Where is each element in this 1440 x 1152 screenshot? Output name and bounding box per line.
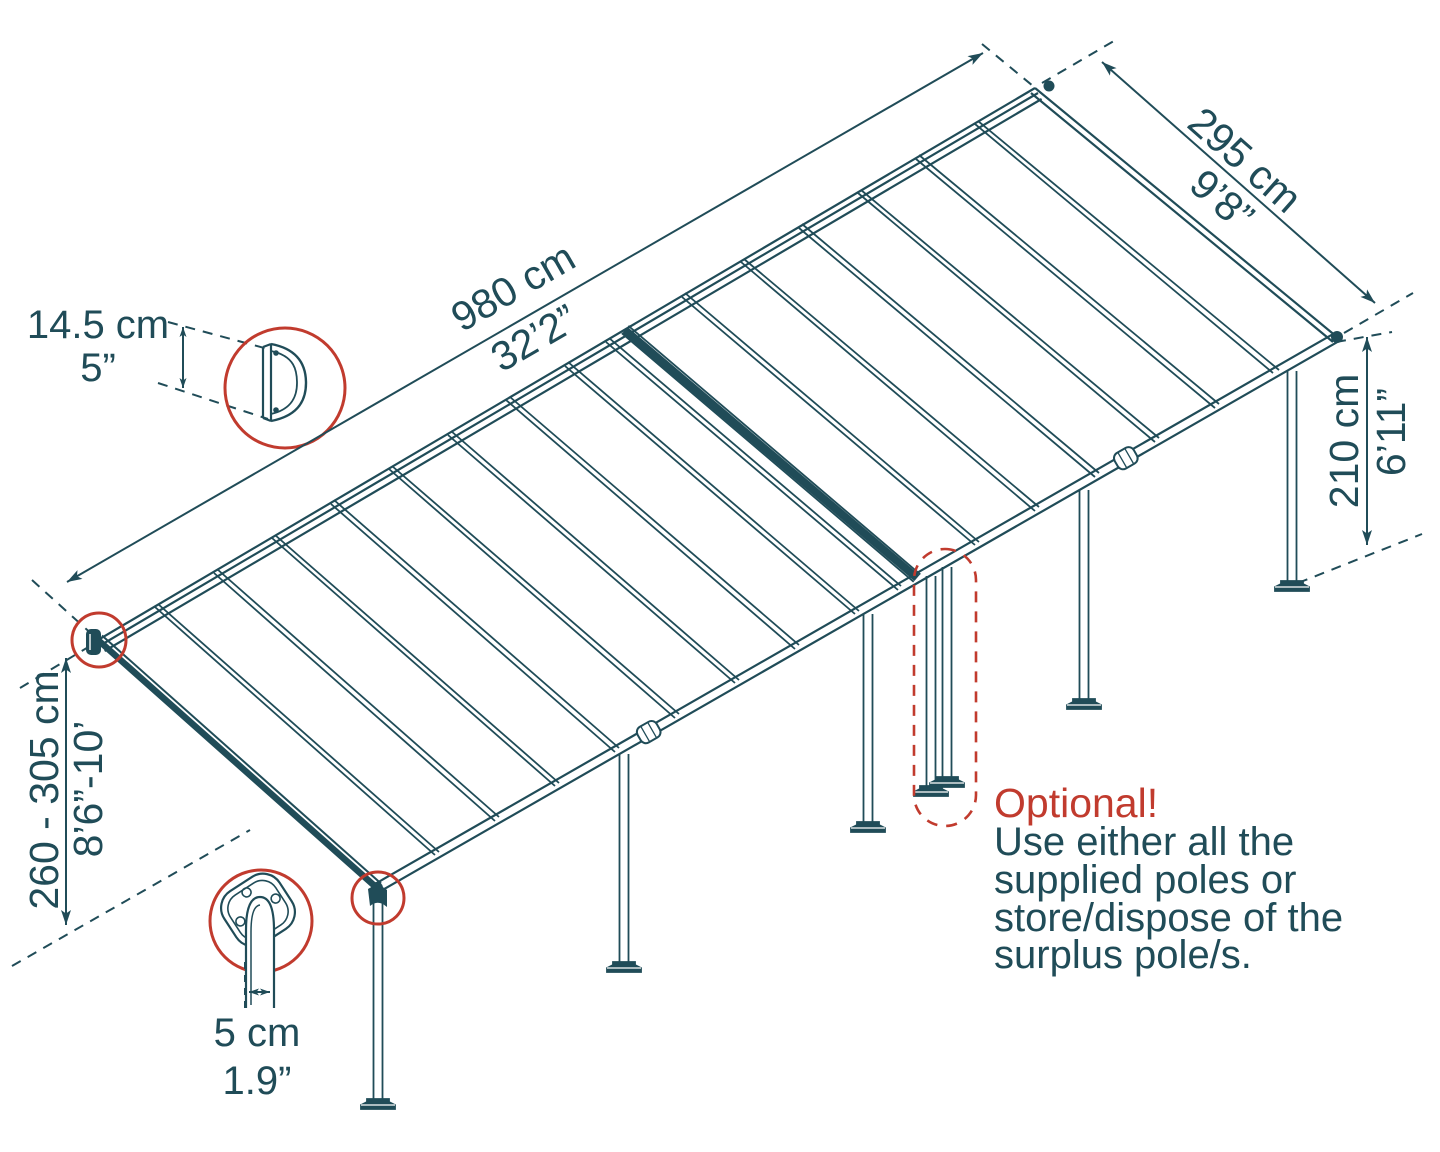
- gutter-sleeve-left: [635, 720, 662, 745]
- depth-dimension-line: [1101, 61, 1376, 304]
- corner-elbow-icon: [368, 885, 387, 907]
- attach-height-extension-top: [19, 642, 96, 689]
- support-posts: [360, 371, 1310, 1110]
- profile-height-label-cm: 14.5 cm: [27, 303, 169, 347]
- support-post-optional: [929, 567, 965, 788]
- rafters: [154, 120, 1280, 856]
- optional-note-line: store/dispose of the: [994, 896, 1343, 940]
- depth-dim-extension-left: [1041, 37, 1120, 84]
- profile-height-label-imperial: 5”: [80, 346, 116, 390]
- roof: [95, 80, 1343, 894]
- left-edge-bar: [95, 637, 380, 891]
- left-edge-line: [101, 634, 382, 885]
- profile-detail-circle: [223, 326, 347, 450]
- support-post-4: [913, 576, 949, 797]
- post-height-label-cm: 210 cm: [1321, 374, 1367, 508]
- gutter-profile-icon: [261, 342, 308, 423]
- gutter-beam: [371, 80, 1343, 894]
- optional-note-line: Use either all the: [994, 820, 1294, 864]
- post-height-extension-top: [1335, 331, 1393, 343]
- optional-note-line: surplus pole/s.: [994, 933, 1252, 977]
- pole-width-dimension: [244, 962, 275, 1013]
- ground-line-right: [1297, 533, 1423, 584]
- corner-joint-detail-circle: [350, 870, 406, 926]
- ground-line-left: [11, 829, 251, 967]
- support-post-2: [606, 754, 642, 973]
- support-post-6: [1274, 371, 1310, 592]
- wall-end-detail-circle: [70, 611, 128, 669]
- length-dim-extension-right: [981, 43, 1034, 87]
- wall-end-cap-icon: [86, 629, 101, 655]
- profile-detail-leader-bottom: [157, 382, 269, 420]
- support-post-1: [360, 898, 396, 1110]
- support-post-5: [1066, 490, 1102, 710]
- optional-note-line: supplied poles or: [994, 858, 1296, 902]
- length-dimension-line: [66, 52, 984, 583]
- pole-width-label-cm: 5 cm: [214, 1011, 301, 1055]
- optional-note: Optional! Use either all the supplied po…: [994, 780, 1343, 977]
- pole-width-label-imperial: 1.9”: [223, 1059, 292, 1103]
- wall-profile-end-cap-right: [1043, 80, 1055, 92]
- pole-top-icon: [220, 872, 296, 1008]
- support-post-3: [850, 614, 886, 833]
- depth-dim-extension-right: [1343, 292, 1414, 334]
- attach-height-label-imperial: 8’6”-10’: [65, 721, 111, 858]
- dimension-lines: [61, 52, 1376, 1013]
- post-height-label-imperial: 6’11”: [1368, 388, 1414, 476]
- attach-height-label-cm: 260 - 305 cm: [21, 670, 67, 909]
- gutter-sleeve-right: [1112, 446, 1139, 471]
- gutter-end-cap-right: [1331, 331, 1343, 343]
- length-dim-extension-left: [31, 579, 96, 638]
- optional-note-title: Optional!: [994, 780, 1158, 826]
